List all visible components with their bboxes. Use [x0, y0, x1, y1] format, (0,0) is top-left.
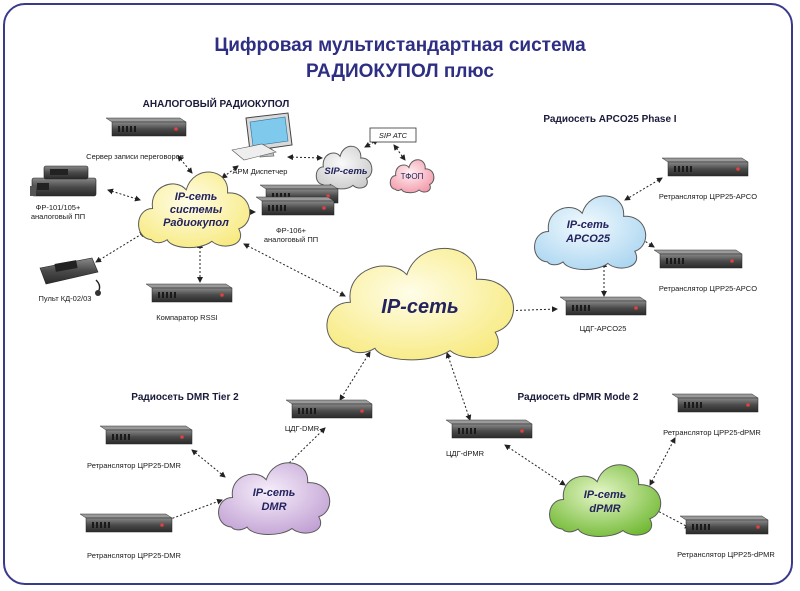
label-server: Сервер записи переговоров [86, 152, 184, 161]
label-fr101-b: аналоговый ПП [31, 212, 85, 221]
server-device [105, 117, 187, 137]
link-pult-radiokupol [95, 231, 146, 263]
cloud-main-label: IP-сеть [381, 296, 458, 318]
cdg-apco-device [559, 296, 647, 316]
cloud-dmr [218, 462, 331, 535]
link-rep-dpmr-1 [649, 437, 676, 486]
fr106-device [255, 184, 339, 216]
cloud-dmr-label-1: IP-сеть [253, 487, 296, 499]
links [95, 139, 691, 529]
label-fr106-a: ФР-106+ [276, 226, 307, 235]
cloud-apco-label-1: IP-сеть [567, 219, 610, 231]
link-main-cdg-dpmr [445, 352, 472, 421]
sip-atc-label: SIP АТС [379, 131, 408, 140]
label-cdg-dpmr: ЦДГ-dPMR [446, 449, 485, 458]
label-rep-apco-2: Ретранслятор ЦРР25-APCO [659, 284, 757, 293]
cloud-radiokupol-label-1: IP-сеть [175, 191, 218, 203]
label-rep-dpmr-1: Ретранслятор ЦРР25-dPMR [663, 428, 761, 437]
section-dpmr: Радиосеть dPMR Mode 2 [518, 392, 639, 403]
label-rep-dmr-2: Ретранслятор ЦРР25-DMR [87, 551, 182, 560]
cloud-dpmr-label-2: dPMR [589, 503, 620, 515]
rep-dmr-2-device [79, 513, 173, 533]
label-cdg-dmr: ЦДГ-DMR [285, 424, 320, 433]
section-apco: Радиосеть APCO25 Phase I [543, 114, 676, 125]
link-atc-tfop [393, 144, 406, 161]
rep-dmr-1-device [99, 425, 193, 445]
rep-dpmr-2-device [679, 515, 769, 535]
link-rep-dmr-1 [191, 449, 226, 478]
link-rep-apco-1 [624, 177, 663, 201]
cloud-dpmr [549, 464, 662, 537]
diagram-frame [3, 3, 793, 585]
label-rep-dmr-1: Ретранслятор ЦРР25-DMR [87, 461, 182, 470]
cloud-radiokupol-label-3: Радиокупол [163, 217, 229, 229]
section-analog: АНАЛОГОВЫЙ РАДИОКУПОЛ [143, 97, 290, 110]
link-rep-dmr-2 [164, 498, 223, 523]
cloud-sip-label: SIP-сеть [324, 166, 367, 177]
devices [79, 117, 769, 535]
title-line-2: РАДИОКУПОЛ плюс [306, 61, 494, 82]
cloud-apco-label-2: APCO25 [565, 233, 611, 245]
cloud-dmr-label-2: DMR [261, 501, 286, 513]
console-icon [39, 257, 101, 296]
komparator-device [145, 283, 233, 303]
cloud-tfop-label: ТФОП [401, 172, 424, 181]
section-dmr: Радиосеть DMR Tier 2 [131, 392, 239, 403]
cloud-tfop [389, 159, 435, 194]
cdg-dpmr-device [445, 419, 533, 439]
radio-station-icon [30, 165, 97, 197]
label-fr106-b: аналоговый ПП [264, 235, 318, 244]
label-pult: Пульт КД-02/03 [39, 294, 92, 303]
cloud-radiokupol [138, 171, 251, 249]
label-komparator: Компаратор RSSI [156, 313, 217, 322]
cloud-dpmr-label-1: IP-сеть [584, 489, 627, 501]
label-rep-apco-1: Ретранслятор ЦРР25-APCO [659, 192, 757, 201]
rep-apco-1-device [661, 157, 749, 177]
monitor-icon [231, 112, 293, 161]
rep-apco-2-device [653, 249, 743, 269]
title-line-1: Цифровая мультистандартная система [214, 35, 586, 56]
cdg-dmr-device [285, 399, 373, 419]
link-fr101-radiokupol [107, 188, 141, 202]
label-rep-dpmr-2: Ретранслятор ЦРР25-dPMR [677, 550, 775, 559]
rep-dpmr-1-device [671, 393, 759, 413]
link-main-cdg-dmr [339, 351, 371, 401]
label-cdg-apco: ЦДГ-APCO25 [580, 324, 627, 333]
cloud-radiokupol-label-2: системы [170, 204, 223, 216]
link-cdg-dpmr-cloud [504, 444, 566, 486]
clouds [138, 145, 662, 537]
cloud-apco [534, 195, 647, 271]
label-arm: АРМ Диспетчер [233, 167, 288, 176]
link-rep-dpmr-2 [651, 507, 691, 529]
link-radiokupol-main [243, 243, 346, 297]
link-arm-radiokupol [221, 165, 239, 179]
label-fr101-a: ФР-101/105+ [36, 203, 81, 212]
link-arm-sip [287, 154, 323, 161]
sip-atc-box [369, 127, 417, 143]
cloud-main [326, 248, 514, 361]
